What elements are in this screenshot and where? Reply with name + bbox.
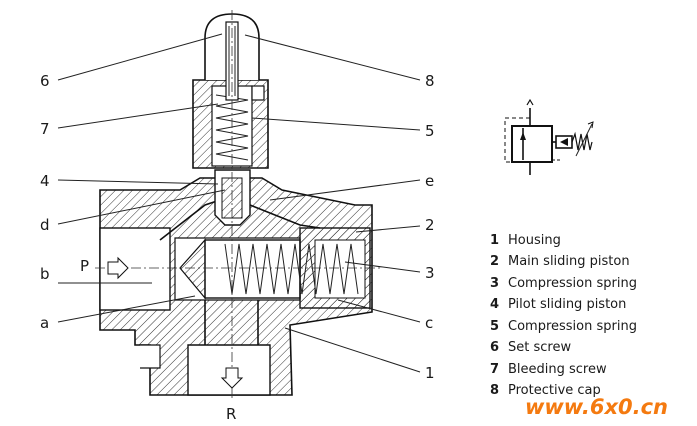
- label-4: 4: [40, 172, 50, 190]
- pilot-channel-right: [249, 204, 321, 229]
- label-2: 2: [425, 216, 435, 234]
- legend-text: Compression spring: [508, 276, 637, 291]
- leader-lines: [57, 33, 421, 373]
- label-c: c: [425, 314, 433, 332]
- legend-text: Housing: [508, 233, 561, 248]
- label-R: R: [226, 405, 236, 423]
- inlet-arrow-icon: [107, 256, 129, 280]
- label-3: 3: [425, 264, 435, 282]
- label-e: e: [425, 172, 434, 190]
- label-6: 6: [40, 72, 50, 90]
- legend-text: Set screw: [508, 340, 571, 355]
- legend-num: 1: [490, 233, 499, 248]
- label-d: d: [40, 216, 50, 234]
- legend-num: 2: [490, 254, 499, 269]
- label-a: a: [40, 314, 49, 332]
- label-7: 7: [40, 120, 50, 138]
- label-1: 1: [425, 364, 435, 382]
- legend-text: Protective cap: [508, 383, 601, 398]
- legend-text: Pilot sliding piston: [508, 297, 626, 312]
- legend-num: 8: [490, 383, 499, 398]
- legend-text: Compression spring: [508, 319, 637, 334]
- legend-num: 6: [490, 340, 499, 355]
- outlet-arrow-icon: [220, 367, 244, 389]
- legend: 1 Housing 2 Main sliding piston 3 Compre…: [490, 233, 637, 398]
- legend-num: 3: [490, 276, 499, 291]
- label-8: 8: [425, 72, 435, 90]
- compression-spring-main: [224, 243, 359, 295]
- legend-num: 7: [490, 362, 499, 377]
- legend-text: Bleeding screw: [508, 362, 607, 377]
- label-b: b: [40, 265, 50, 283]
- hydraulic-symbol: [504, 98, 594, 175]
- legend-num: 4: [490, 297, 499, 312]
- watermark: www.6x0.cn: [525, 395, 668, 419]
- spring-housing: [192, 79, 269, 169]
- label-P: P: [80, 257, 89, 275]
- legend-text: Main sliding piston: [508, 254, 630, 269]
- pilot-sliding-piston: [214, 169, 251, 226]
- label-5: 5: [425, 122, 435, 140]
- legend-num: 5: [490, 319, 499, 334]
